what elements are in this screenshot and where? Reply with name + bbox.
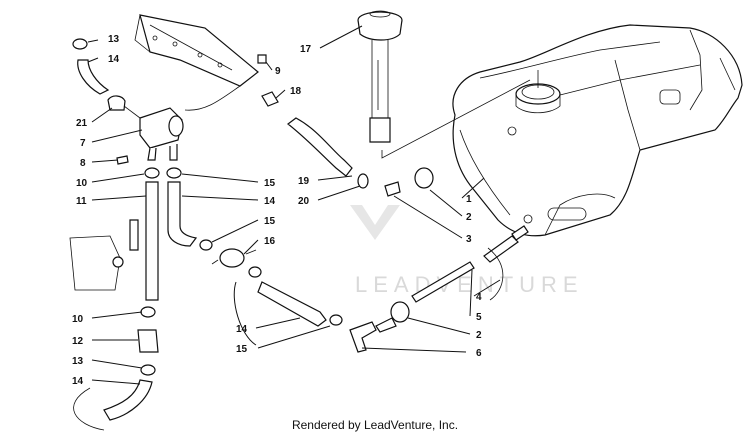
watermark-logo — [350, 205, 400, 240]
callout-4: 4 — [476, 292, 482, 303]
footer-credit: Rendered by LeadVenture, Inc. — [291, 418, 459, 432]
callout-14-lower: 14 — [72, 376, 84, 387]
callout-16: 16 — [264, 236, 276, 247]
callout-2-upper: 2 — [466, 212, 472, 223]
callout-11: 11 — [76, 196, 87, 207]
callout-21: 21 — [76, 118, 88, 129]
callout-17: 17 — [300, 44, 312, 55]
callout-7: 7 — [80, 138, 86, 149]
callout-8: 8 — [80, 158, 86, 169]
callout-6: 6 — [476, 348, 482, 359]
callout-15-lower: 15 — [236, 344, 248, 355]
callout-18: 18 — [290, 86, 302, 97]
callout-5: 5 — [476, 312, 482, 323]
callout-20: 20 — [298, 196, 310, 207]
callout-15-middle: 15 — [264, 216, 276, 227]
callout-15-upper: 15 — [264, 178, 276, 189]
watermark-text: LEADVENTURE — [355, 272, 584, 297]
leader-lines — [87, 25, 501, 385]
vent-lines — [199, 117, 529, 353]
callout-3: 3 — [466, 234, 472, 245]
callout-9: 9 — [275, 66, 281, 77]
callout-1: 1 — [466, 194, 472, 205]
callout-10-upper: 10 — [76, 178, 88, 189]
callout-14-middle: 14 — [236, 324, 248, 335]
fuel-tank — [452, 24, 743, 237]
callout-2-lower: 2 — [476, 330, 482, 341]
callout-13-lower: 13 — [72, 356, 84, 367]
mount-bracket — [134, 14, 279, 111]
callout-13-top: 13 — [108, 34, 120, 45]
fuel-pump-assembly — [69, 38, 198, 431]
callout-14-upper-right: 14 — [264, 196, 276, 207]
fuel-sender — [357, 10, 531, 159]
callouts: 13 14 21 7 8 10 11 15 14 9 18 17 19 20 1… — [72, 34, 482, 387]
callout-19: 19 — [298, 176, 310, 187]
callout-12: 12 — [72, 336, 84, 347]
callout-10-lower: 10 — [72, 314, 84, 325]
callout-14-top: 14 — [108, 54, 120, 65]
watermark: LEADVENTURE — [350, 205, 584, 297]
